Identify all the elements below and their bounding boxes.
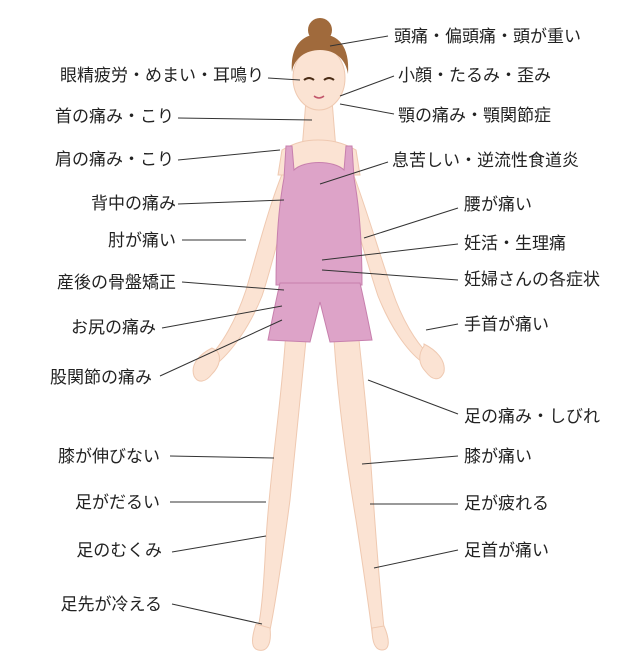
label-lower-back-pain: 腰が痛い xyxy=(464,195,532,215)
right-foot xyxy=(371,625,389,651)
leader-line-hip-joint xyxy=(159,319,283,377)
label-leg-pain-numbness: 足の痛み・しびれ xyxy=(464,407,600,427)
label-heavy-legs: 足がだるい xyxy=(75,493,160,513)
hair xyxy=(291,34,349,74)
label-knee-cannot-straighten: 膝が伸びない xyxy=(58,447,160,467)
label-ankle-pain: 足首が痛い xyxy=(464,541,549,561)
label-cold-toes: 足先が冷える xyxy=(60,595,163,615)
leader-line-ankle xyxy=(373,549,459,569)
leader-line-fertility xyxy=(321,243,459,261)
label-elbow-pain: 肘が痛い xyxy=(108,231,176,251)
leader-line-shoulder xyxy=(177,149,281,161)
eye-right xyxy=(323,77,335,81)
left-hand xyxy=(192,347,220,382)
label-fertility-period-pain: 妊活・生理痛 xyxy=(464,234,566,254)
leader-line-back xyxy=(177,199,285,205)
leader-line-eye-strain xyxy=(267,77,301,81)
label-breathing-reflux: 息苦しい・逆流性食道炎 xyxy=(392,151,579,171)
leader-line-swelling xyxy=(171,535,267,553)
label-leg-swelling: 足のむくみ xyxy=(76,541,162,561)
label-small-face: 小顔・たるみ・歪み xyxy=(398,66,551,86)
eye-left xyxy=(303,77,315,81)
label-buttocks-pain: お尻の痛み xyxy=(71,318,156,338)
right-hand xyxy=(419,343,445,380)
label-back-pain: 背中の痛み xyxy=(91,194,176,214)
label-wrist-pain: 手首が痛い xyxy=(464,315,549,335)
leader-line-buttocks xyxy=(161,305,283,329)
right-leg xyxy=(333,329,385,641)
label-tired-legs: 足が疲れる xyxy=(464,494,549,514)
leader-lines xyxy=(159,35,459,625)
leader-line-neck xyxy=(177,117,313,121)
left-leg xyxy=(257,329,307,638)
leader-line-small-face xyxy=(339,75,395,97)
hair-bun xyxy=(308,18,332,42)
leader-line-knee-straighten xyxy=(169,455,275,459)
label-pregnancy-symptoms: 妊婦さんの各症状 xyxy=(464,270,600,290)
camisole-top xyxy=(275,145,363,286)
leader-line-breathing xyxy=(319,161,389,185)
left-foot xyxy=(252,623,271,651)
label-shoulder-pain: 肩の痛み・こり xyxy=(55,150,174,170)
leader-line-leg-pain xyxy=(367,379,459,415)
leader-line-pregnancy xyxy=(321,269,459,281)
leader-line-knee-pain xyxy=(361,455,459,465)
leader-line-cold-toes xyxy=(171,603,263,625)
label-jaw-pain: 顎の痛み・顎関節症 xyxy=(398,106,551,126)
leader-line-jaw xyxy=(339,103,395,115)
label-eye-strain: 眼精疲労・めまい・耳鳴り xyxy=(60,66,264,86)
mouth xyxy=(313,95,325,99)
label-postpartum-pelvis: 産後の骨盤矯正 xyxy=(57,273,176,293)
leader-line-pelvis xyxy=(181,281,285,291)
leader-line-lower-back xyxy=(363,207,459,239)
leader-line-headache xyxy=(329,35,389,47)
label-neck-pain: 首の痛み・こり xyxy=(55,107,174,127)
label-knee-pain: 膝が痛い xyxy=(464,447,532,467)
shorts xyxy=(267,282,373,343)
label-headache: 頭痛・偏頭痛・頭が重い xyxy=(394,27,581,47)
label-hip-joint-pain: 股関節の痛み xyxy=(50,368,152,388)
leader-line-wrist xyxy=(425,323,459,331)
